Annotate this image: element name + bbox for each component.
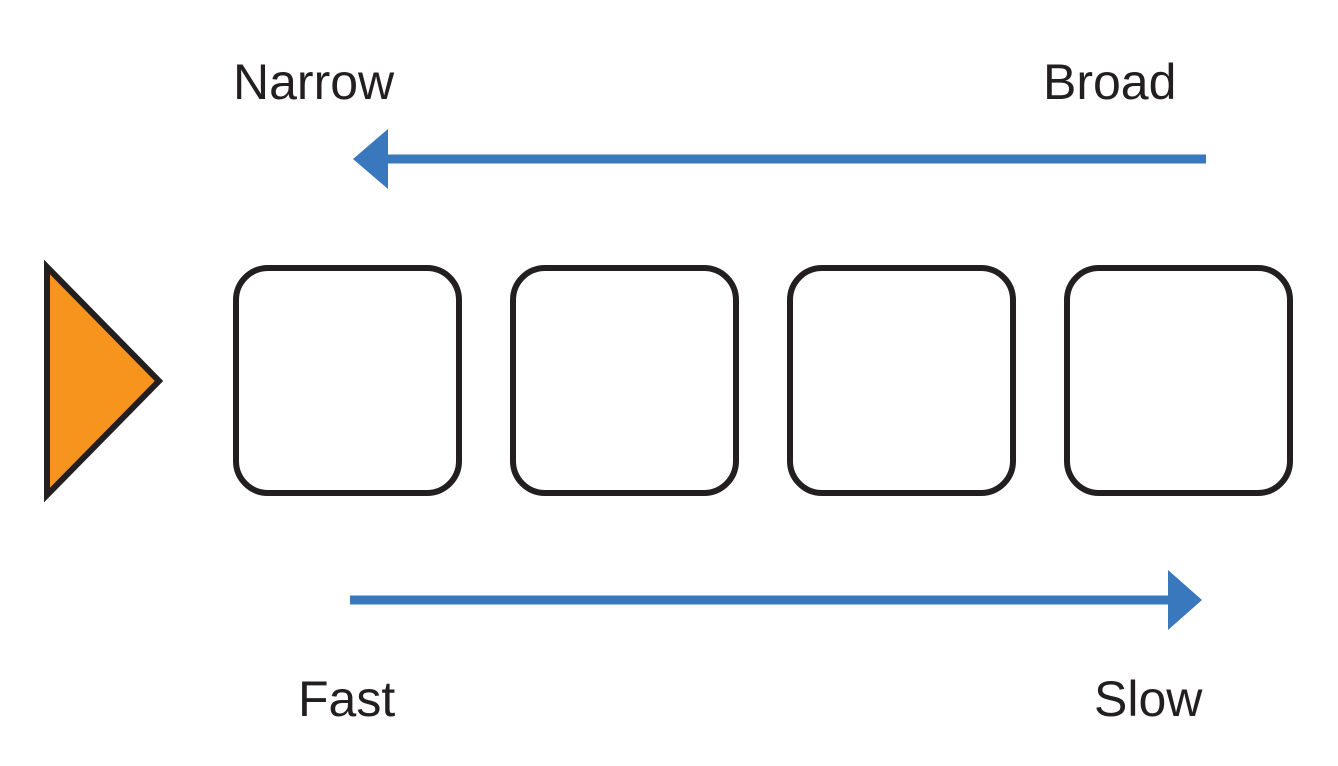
box-1 [233,265,462,496]
box-row [233,265,1293,496]
arrow-left-icon [353,129,388,189]
box-2 [510,265,739,496]
label-slow: Slow [1094,671,1203,727]
box-3 [787,265,1016,496]
arrow-fast-to-slow [350,570,1202,630]
arrow-broad-to-narrow [353,129,1206,189]
play-triangle-icon [44,259,164,503]
box-4 [1064,265,1293,496]
label-fast: Fast [298,671,395,727]
label-broad: Broad [1043,54,1176,110]
label-narrow: Narrow [233,54,395,110]
arrow-right-icon [1168,570,1202,630]
